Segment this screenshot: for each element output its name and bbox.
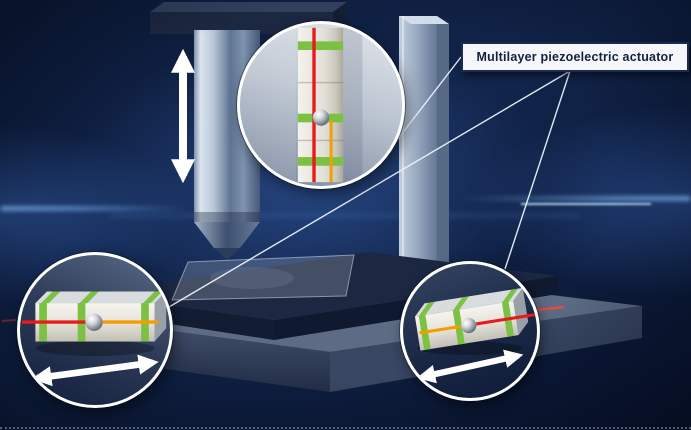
green-band-top	[501, 288, 519, 303]
actuator-side-face	[154, 291, 167, 342]
actuator-seam	[297, 81, 344, 84]
ball-bearing	[312, 109, 330, 126]
vertical-actuator-closeup	[240, 24, 363, 186]
green-electrode-band	[297, 157, 344, 166]
callout-circle-top	[237, 21, 405, 189]
glass-slide	[171, 254, 355, 301]
actuator-label-box: Multilayer piezoelectric actuator	[461, 42, 689, 72]
piezo-actuator-horizontal	[21, 291, 167, 342]
green-band-top	[41, 291, 61, 304]
actuator-top-face	[35, 291, 167, 304]
piezo-actuator-horizontal	[414, 287, 536, 351]
support-column-highlight	[402, 16, 404, 278]
red-wire-stripe	[312, 27, 316, 183]
actuator-seam	[297, 139, 344, 142]
green-band-top	[143, 291, 163, 304]
ball-bearing	[85, 313, 103, 331]
actuator-side-face	[513, 287, 529, 336]
horizontal-double-arrow	[416, 349, 524, 384]
cylinder-collar	[194, 212, 260, 222]
support-column-front	[399, 16, 437, 282]
ball-bearing	[461, 317, 477, 334]
actuator-top-face	[414, 287, 523, 317]
connector-line-bottom-right-circle	[504, 70, 571, 270]
laser-streak-left	[1, 319, 17, 322]
horizontal-double-arrow	[31, 354, 159, 387]
closeup-bg-shadow	[343, 24, 363, 186]
orange-laser-line	[419, 324, 462, 335]
horizontal-actuator-closeup-right	[414, 287, 536, 384]
orange-wire-stripe	[329, 120, 333, 183]
callout-circle-bottom-left	[17, 252, 173, 408]
actuator-shadow	[35, 340, 155, 356]
bottom-dotted-divider	[0, 427, 691, 429]
red-laser-line	[21, 320, 86, 324]
horizontal-actuator-closeup-left	[21, 291, 167, 387]
red-laser-line	[475, 313, 536, 326]
cylinder-tip	[214, 248, 240, 260]
orange-laser-line	[102, 320, 159, 324]
callout-circle-bottom-right	[400, 261, 540, 401]
support-column	[399, 16, 449, 288]
actuator-label-text: Multilayer piezoelectric actuator	[476, 50, 674, 64]
top-beam-top	[150, 2, 347, 12]
actuator-body	[297, 27, 344, 183]
green-band-top	[418, 301, 435, 316]
support-column-side	[437, 16, 449, 288]
green-band-top	[79, 291, 99, 304]
cylinder-cone	[194, 222, 260, 248]
piezo-actuator-vertical	[297, 27, 344, 183]
green-band-top	[452, 296, 469, 311]
green-electrode-band	[297, 41, 344, 51]
glass-highlight	[210, 267, 294, 289]
